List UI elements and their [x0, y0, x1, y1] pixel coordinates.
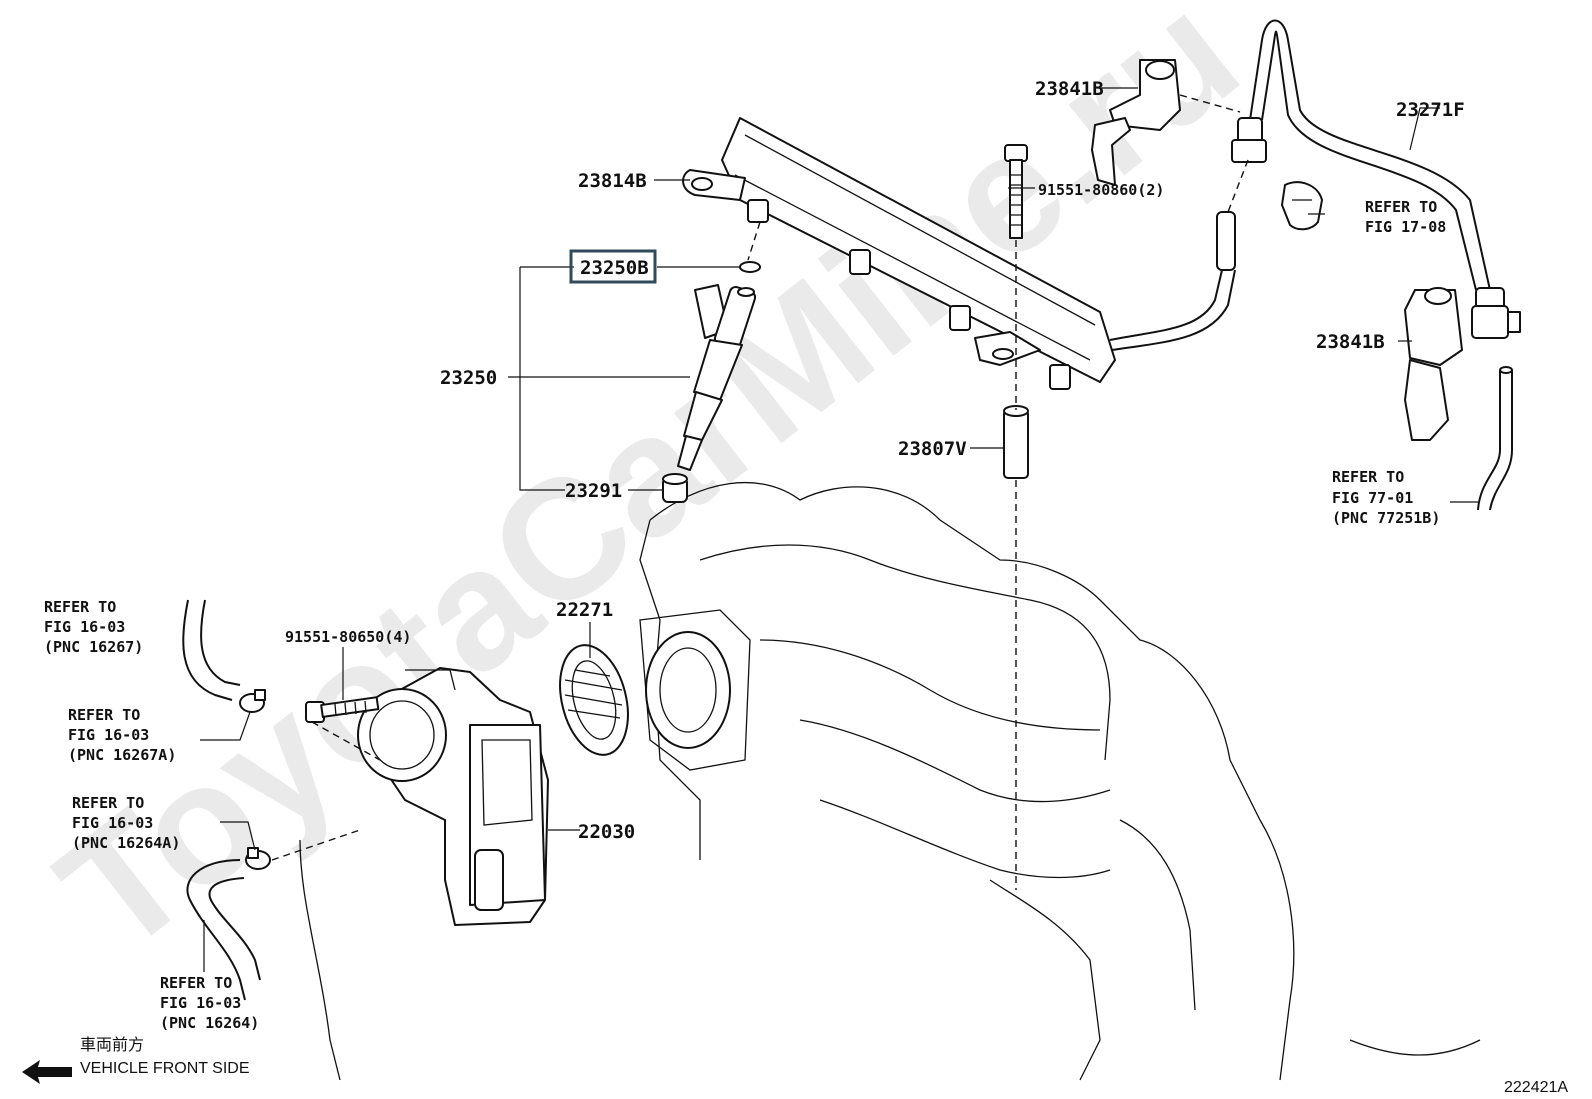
fuel-rail-23814B[interactable] — [682, 117, 1236, 390]
label-91551-80650[interactable]: 91551-80650(4) — [285, 628, 411, 646]
ref-fig-16-03-16267-line2[interactable]: FIG 16-03 — [44, 618, 125, 636]
ref-fig-16-03-16267-line1: REFER TO — [44, 598, 116, 616]
diagram-id: 222421A — [1504, 1079, 1568, 1096]
bolt-91551-80650[interactable] — [305, 696, 380, 723]
fuel-clip-23841B-top[interactable] — [1091, 59, 1181, 186]
label-23841B-top[interactable]: 23841B — [1035, 78, 1104, 100]
arrow-left-icon — [22, 1060, 72, 1084]
label-22030[interactable]: 22030 — [578, 821, 635, 843]
ref-fig-77-01-line1: REFER TO — [1332, 468, 1404, 486]
ref-fig-16-03-16264A-line3: (PNC 16264A) — [72, 834, 180, 852]
label-23250B[interactable]: 23250B — [580, 257, 649, 279]
ref-fig-16-03-16267A-line1: REFER TO — [68, 706, 140, 724]
ref-fig-17-08-line1: REFER TO — [1365, 198, 1437, 216]
direction-japanese: 車両前方 — [80, 1036, 144, 1054]
ref-fig-16-03-16264-line1: REFER TO — [160, 974, 232, 992]
label-23841B-side[interactable]: 23841B — [1316, 331, 1385, 353]
ref-fig-17-08-line2[interactable]: FIG 17-08 — [1365, 218, 1446, 236]
hose-16267[interactable] — [182, 599, 241, 701]
o-ring-23250B[interactable] — [739, 261, 761, 273]
ref-fig-77-01-line3: (PNC 77251B) — [1332, 509, 1440, 527]
label-23814B[interactable]: 23814B — [578, 170, 647, 192]
ref-fig-77-01-line2[interactable]: FIG 77-01 — [1332, 489, 1413, 507]
ref-fig-16-03-16264-line3: (PNC 16264) — [160, 1014, 259, 1032]
fuel-clip-23841B-side[interactable] — [1404, 287, 1463, 441]
throttle-body-22030[interactable] — [357, 667, 549, 926]
label-23271F[interactable]: 23271F — [1396, 99, 1465, 121]
ref-fig-16-03-16267-line3: (PNC 16267) — [44, 638, 143, 656]
gasket-22271[interactable] — [549, 638, 638, 762]
ref-fig-16-03-16267A-line2[interactable]: FIG 16-03 — [68, 726, 149, 744]
label-22271[interactable]: 22271 — [556, 599, 613, 621]
alignment-lines — [271, 94, 1249, 890]
clip-refer-fig-17-08[interactable] — [1281, 181, 1323, 231]
hose-clamp-16264A[interactable] — [245, 847, 271, 870]
vehicle-front-indicator: 車両前方 VEHICLE FRONT SIDE — [22, 1036, 250, 1084]
leader-lines — [200, 87, 1478, 972]
highlight-box — [569, 249, 657, 284]
fuel-tube-23271F[interactable] — [1231, 19, 1521, 339]
hose-16264[interactable] — [186, 859, 261, 1001]
label-91551-80860[interactable]: 91551-80860(2) — [1038, 181, 1164, 199]
direction-english: VEHICLE FRONT SIDE — [80, 1060, 250, 1077]
ref-fig-16-03-16267A-line3: (PNC 16267A) — [68, 746, 176, 764]
ref-fig-16-03-16264A-line2[interactable]: FIG 16-03 — [72, 814, 153, 832]
label-23807V[interactable]: 23807V — [898, 438, 967, 460]
spacer-23807V[interactable] — [1003, 405, 1029, 479]
intake-manifold-outline — [299, 482, 1481, 1081]
ref-fig-16-03-16264A-line1: REFER TO — [72, 794, 144, 812]
label-23291[interactable]: 23291 — [565, 480, 622, 502]
watermark-text: ToyotaCarMine.ru — [26, 0, 1272, 989]
hose-clamp-16267A[interactable] — [239, 689, 266, 713]
label-23250[interactable]: 23250 — [440, 367, 497, 389]
bolt-91551-80860[interactable] — [1004, 144, 1028, 239]
hose-refer-fig-77-01[interactable] — [1477, 366, 1513, 511]
fuel-injector-23250[interactable] — [677, 284, 757, 471]
insulator-23291[interactable] — [662, 473, 688, 503]
ref-fig-16-03-16264-line2[interactable]: FIG 16-03 — [160, 994, 241, 1012]
